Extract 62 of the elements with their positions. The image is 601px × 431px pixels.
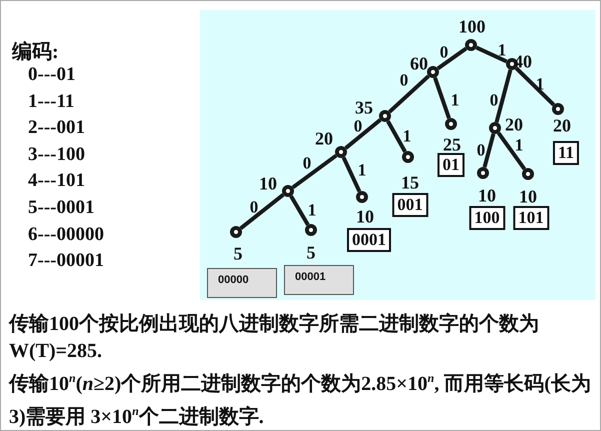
edge-label: 1	[536, 76, 544, 92]
code-line: 2---001	[28, 117, 85, 140]
edge-label: 0	[302, 154, 312, 172]
paragraph: 传输100个按比例出现的八进制数字所需二进制数字的个数为W(T)=285.	[9, 312, 540, 364]
weight-label: 35	[355, 98, 373, 118]
tree-branch	[433, 77, 451, 119]
code-line: 3---100	[28, 144, 85, 166]
code-line: 1---11	[28, 90, 74, 113]
edge-label: 0	[440, 44, 448, 60]
tree-branch	[386, 120, 407, 153]
tree-branch	[482, 133, 496, 168]
code-box: 11	[552, 141, 580, 165]
tree-branch	[514, 66, 556, 106]
weight-label: 10	[478, 186, 496, 206]
weight-label: 10	[356, 206, 374, 228]
code-box: 01	[438, 153, 464, 177]
code-box: 101	[513, 206, 549, 230]
weight-label: 40	[514, 52, 532, 72]
edge-label: 0	[490, 92, 498, 108]
weight-label: 100	[458, 16, 486, 38]
tree-branch	[289, 195, 310, 226]
code-line: 7---00001	[28, 250, 104, 272]
code-box: 0001	[347, 228, 391, 252]
weight-label: 10	[519, 186, 537, 208]
code-line: 4---101	[28, 170, 85, 192]
edge-label: 0	[354, 118, 362, 134]
tree-branch	[388, 74, 430, 114]
edge-label: 1	[358, 162, 366, 178]
tree-branch	[239, 193, 285, 230]
code-line: 0---01	[28, 64, 76, 86]
tree-branch	[496, 132, 526, 170]
tree-branch	[436, 46, 468, 70]
code-line: 6---00000	[28, 224, 104, 246]
edge-label: 1	[498, 42, 506, 58]
tree-branch	[476, 46, 508, 64]
weight-label: 5	[306, 242, 316, 264]
edge-label: 1	[308, 202, 316, 218]
paragraph: 传输10$^{n}$(n≥2)个所用二进制数字的个数为2.85×10$^{n}$, 而用等长码(长为3)需要用 3×10$^{n}$个二进制数字.	[9, 370, 592, 430]
weight-label: 20	[315, 128, 333, 150]
edge-label: 0	[476, 142, 486, 158]
edge-label: 1	[514, 136, 524, 154]
edge-label: 0	[400, 72, 408, 88]
weight-label: 10	[259, 174, 277, 194]
edge-label: 1	[450, 92, 460, 108]
weight-label: 25	[443, 134, 461, 156]
tree-branch	[342, 156, 362, 192]
weight-label: 15	[401, 172, 419, 194]
edge-label: 1	[402, 128, 412, 144]
weight-label: 20	[505, 114, 523, 136]
code-box: 001	[392, 193, 428, 217]
code-line: 5---0001	[28, 197, 94, 219]
weight-label: 5	[234, 244, 242, 264]
edge-label: 0	[250, 198, 258, 216]
weight-label: 20	[553, 116, 571, 136]
heading: 编码:	[12, 40, 59, 65]
tree-branch	[344, 118, 382, 150]
tree-branch	[292, 154, 338, 190]
code-box: 00001	[284, 265, 354, 295]
weight-label: 60	[410, 54, 428, 74]
code-box: 00000	[207, 268, 277, 298]
code-box: 100	[469, 206, 505, 230]
tree-branch	[494, 69, 512, 123]
